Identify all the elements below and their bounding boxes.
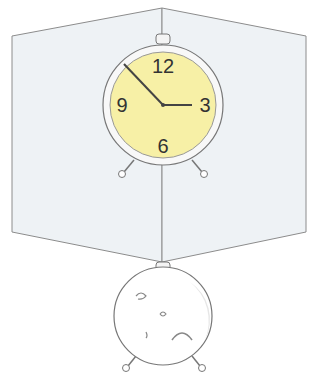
hour-hand	[163, 104, 192, 106]
clock-numeral: 12	[152, 56, 174, 76]
clock-numeral: 3	[199, 95, 210, 115]
clock-rim	[103, 45, 223, 165]
clock-face	[110, 52, 216, 158]
clock-knob	[156, 34, 170, 44]
front-clock	[103, 34, 223, 178]
clock-numeral: 9	[116, 95, 127, 115]
back-clock	[114, 262, 212, 372]
clock-numeral: 6	[157, 136, 168, 156]
